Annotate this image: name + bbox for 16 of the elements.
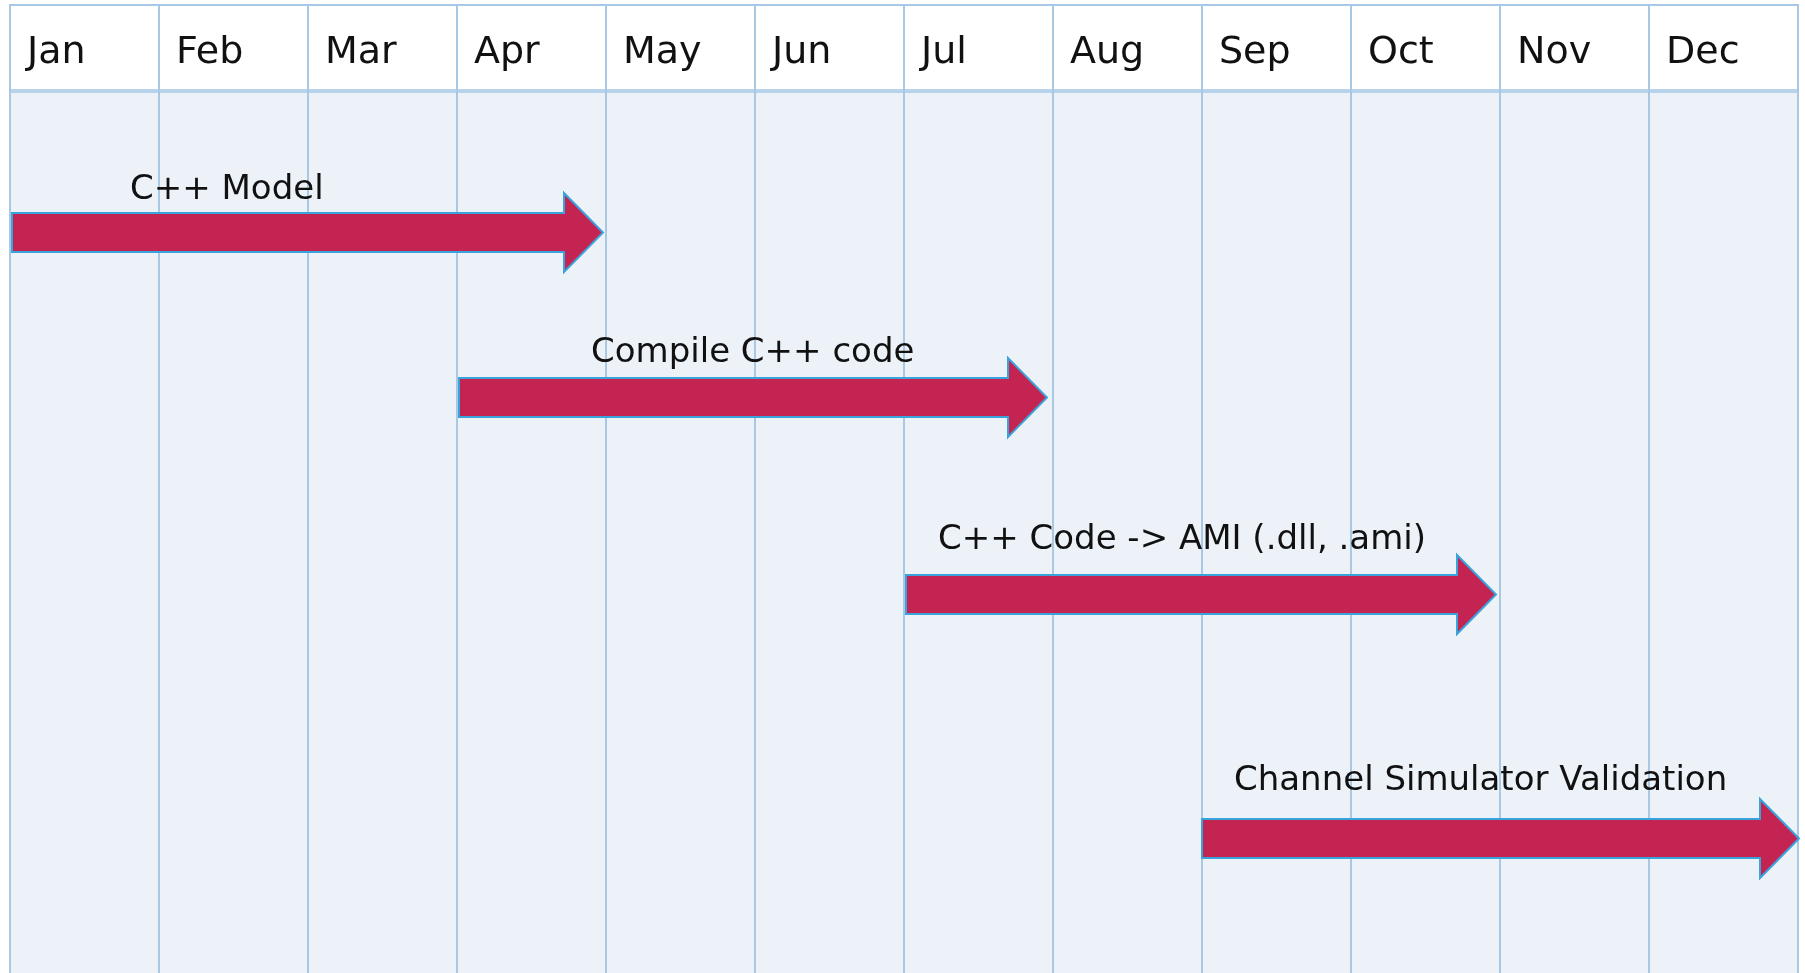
month-label: Mar bbox=[325, 28, 397, 72]
month-label: Jan bbox=[27, 28, 86, 72]
month-label: Oct bbox=[1368, 28, 1434, 72]
task-label: Channel Simulator Validation bbox=[1234, 757, 1728, 800]
task-label: C++ Code -> AMI (.dll, .ami) bbox=[938, 516, 1426, 559]
task-label: Compile C++ code bbox=[591, 329, 915, 372]
month-label: Sep bbox=[1219, 28, 1291, 72]
month-label: Apr bbox=[474, 28, 540, 72]
month-label: Jul bbox=[921, 28, 967, 72]
month-label: Dec bbox=[1666, 28, 1740, 72]
month-label: Nov bbox=[1517, 28, 1592, 72]
month-label: Jun bbox=[772, 28, 832, 72]
month-label: Aug bbox=[1070, 28, 1145, 72]
month-label: May bbox=[623, 28, 702, 72]
task-label: C++ Model bbox=[130, 166, 324, 209]
month-label: Feb bbox=[176, 28, 244, 72]
